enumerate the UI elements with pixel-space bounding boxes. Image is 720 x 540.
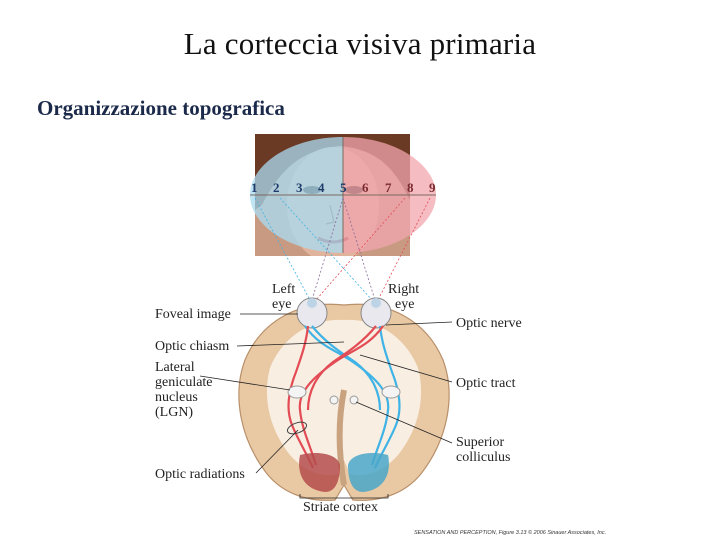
superior-colliculus-right [350,396,358,404]
field-number: 2 [273,180,280,195]
left-eye-label-line2: eye [272,297,291,312]
field-number: 5 [340,180,347,195]
optic-nerve-label: Optic nerve [456,316,522,331]
field-number: 3 [296,180,303,195]
lgn-label-line3: nucleus [155,390,198,405]
field-number: 1 [251,180,258,195]
field-number: 9 [429,180,436,195]
right-eye-label-line2: eye [395,297,414,312]
field-number: 7 [385,180,392,195]
striate-cortex-label: Striate cortex [303,500,378,515]
field-number: 6 [362,180,369,195]
lgn-label-line4: (LGN) [155,405,193,420]
superior-colliculus-label-line2: colliculus [456,450,510,465]
field-number: 4 [318,180,325,195]
field-number: 8 [407,180,414,195]
left-eye-label-line1: Left [272,282,295,297]
superior-colliculus-left [330,396,338,404]
brain-section [239,304,449,500]
field-numbers: 1 2 3 4 5 6 7 8 9 [251,180,436,195]
lgn-label-line2: geniculate [155,375,213,390]
figure-credit: SENSATION AND PERCEPTION, Figure 3.13 © … [414,529,606,536]
right-eye-label-line1: Right [388,282,419,297]
foveal-image-label: Foveal image [155,307,231,322]
right-lgn [382,386,400,398]
optic-radiations-label: Optic radiations [155,467,245,482]
lgn-label-line1: Lateral [155,360,195,375]
left-eyeball [297,298,327,328]
superior-colliculus-label-line1: Superior [456,435,505,450]
optic-tract-label: Optic tract [456,376,516,391]
right-eyeball [361,298,391,328]
optic-chiasm-label: Optic chiasm [155,339,229,354]
left-lgn [288,386,306,398]
